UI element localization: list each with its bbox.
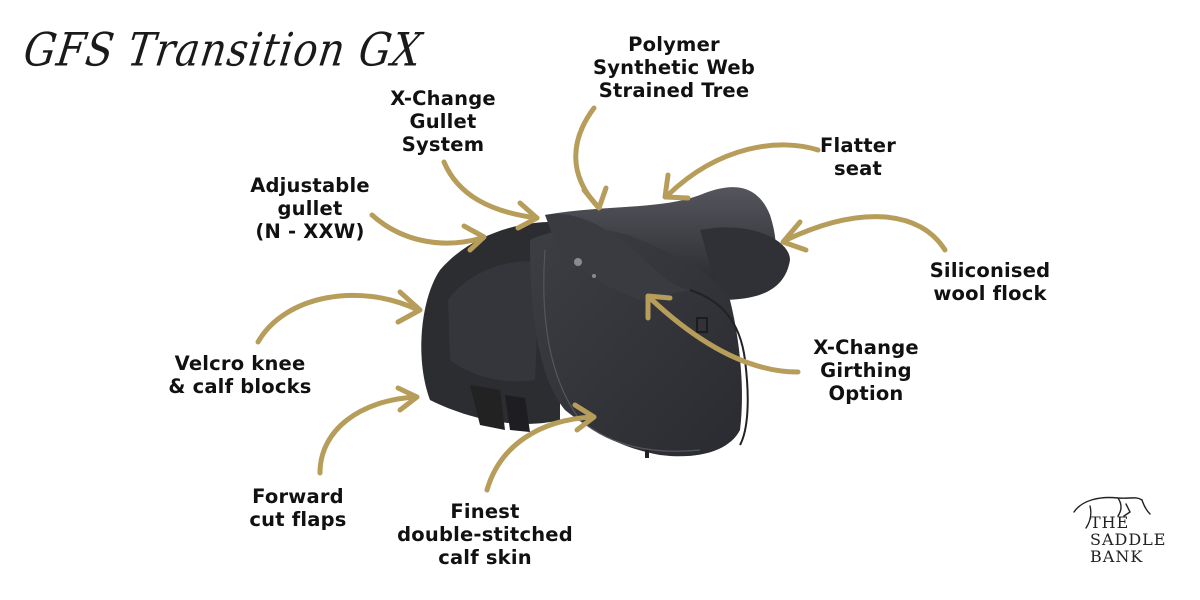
callout-tree: Polymer Synthetic Web Strained Tree	[584, 33, 764, 102]
arrow-girthing	[647, 295, 801, 375]
arrow-gullet-system	[441, 159, 540, 221]
callout-seat: Flatter seat	[808, 134, 908, 180]
callout-line: Forward	[252, 485, 344, 508]
callout-line: Flatter	[819, 134, 897, 157]
callout-line: double-stitched	[397, 523, 573, 546]
callout-line: Option	[828, 382, 904, 405]
arrow-flaps	[317, 394, 419, 476]
logo-text: THE SADDLE BANK	[1090, 514, 1166, 565]
callout-gullet-system: X-Change Gullet System	[373, 87, 513, 156]
arrow-calf-skin	[484, 414, 595, 493]
callout-line: X-Change	[390, 87, 496, 110]
callout-line: Velcro knee	[174, 352, 306, 375]
saddle-bank-logo: THE SADDLE BANK	[1060, 490, 1180, 590]
callout-line: & calf blocks	[168, 375, 312, 398]
callout-line: seat	[833, 157, 883, 180]
callout-line: Polymer	[628, 33, 720, 56]
callout-line: Adjustable	[250, 174, 370, 197]
callout-calf-skin: Finest double-stitched calf skin	[380, 500, 590, 569]
arrow-flock	[783, 214, 948, 253]
logo-line: THE	[1090, 513, 1130, 532]
callout-blocks: Velcro knee & calf blocks	[160, 352, 320, 398]
arrow-seat	[665, 142, 821, 198]
callout-line: Siliconised	[929, 259, 1051, 282]
callout-line: Girthing	[820, 359, 912, 382]
jumping-horse-icon	[1073, 496, 1151, 529]
arrow-blocks	[255, 292, 421, 345]
callout-line: System	[401, 133, 485, 156]
near-flap	[530, 228, 742, 457]
callout-line: gullet	[277, 197, 343, 220]
callout-adjustable-gullet: Adjustable gullet (N - XXW)	[230, 174, 390, 243]
callout-line: X-Change	[813, 336, 919, 359]
callout-line: Synthetic Web	[592, 56, 756, 79]
callout-line: Gullet	[409, 110, 477, 133]
arrow-adjustable-gullet	[369, 212, 485, 246]
callout-line: (N - XXW)	[255, 220, 365, 243]
callout-line: wool flock	[933, 282, 1047, 305]
callout-line: calf skin	[438, 546, 532, 569]
callout-flaps: Forward cut flaps	[238, 485, 358, 531]
callout-line: Finest	[450, 500, 520, 523]
logo-line: SADDLE	[1090, 530, 1167, 549]
callout-girthing: X-Change Girthing Option	[796, 336, 936, 405]
logo-line: BANK	[1090, 547, 1144, 566]
callout-line: cut flaps	[249, 508, 347, 531]
callout-flock: Siliconised wool flock	[915, 259, 1065, 305]
callout-line: Strained Tree	[598, 79, 750, 102]
